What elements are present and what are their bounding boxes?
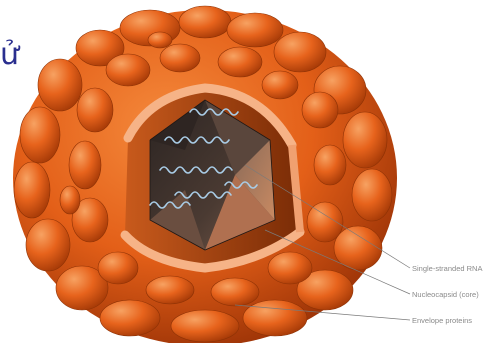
label-envelope-proteins: Envelope proteins	[412, 316, 472, 325]
label-single-stranded-rna: Single-stranded RNA	[412, 264, 482, 273]
label-nucleocapsid: Nucleocapsid (core)	[412, 290, 479, 299]
